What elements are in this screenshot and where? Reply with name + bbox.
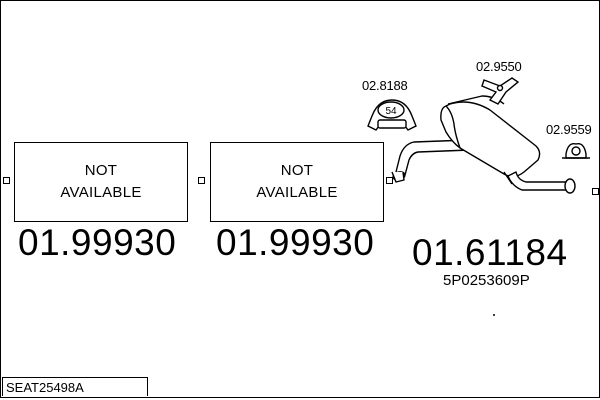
connector-right-part-3 xyxy=(592,188,599,195)
connector-left-part-2 xyxy=(198,177,205,184)
part-1-number[interactable]: 01.99930 xyxy=(18,222,177,263)
part-3-oe-reference: 5P0253609P xyxy=(443,272,530,289)
rubber-mount-icon[interactable] xyxy=(562,143,590,159)
not-available-line-1: NOT xyxy=(280,162,314,179)
not-available-line-1: NOT xyxy=(84,162,118,179)
rear-silencer-icon[interactable] xyxy=(391,95,576,194)
part-1-not-available-box: NOT AVAILABLE xyxy=(14,142,188,222)
part-2-number[interactable]: 01.99930 xyxy=(216,222,375,263)
connector-left-part-3 xyxy=(386,177,393,184)
part-3-number[interactable]: 01.61184 xyxy=(412,232,568,273)
accessory-2-number[interactable]: 02.9550 xyxy=(476,59,522,74)
hanger-icon[interactable] xyxy=(481,77,520,105)
accessory-1-number[interactable]: 02.8188 xyxy=(362,78,408,93)
clamp-badge: 54 xyxy=(385,106,397,117)
clamp-icon[interactable]: 54 xyxy=(367,99,417,131)
vehicle-reference: SEAT25498A xyxy=(2,377,148,396)
connector-left-part-1 xyxy=(3,177,10,184)
not-available-line-2: AVAILABLE xyxy=(256,184,338,201)
dot-mark xyxy=(493,314,495,316)
accessory-3-number[interactable]: 02.9559 xyxy=(546,122,592,137)
part-2-not-available-box: NOT AVAILABLE xyxy=(210,142,384,222)
not-available-line-2: AVAILABLE xyxy=(60,184,142,201)
